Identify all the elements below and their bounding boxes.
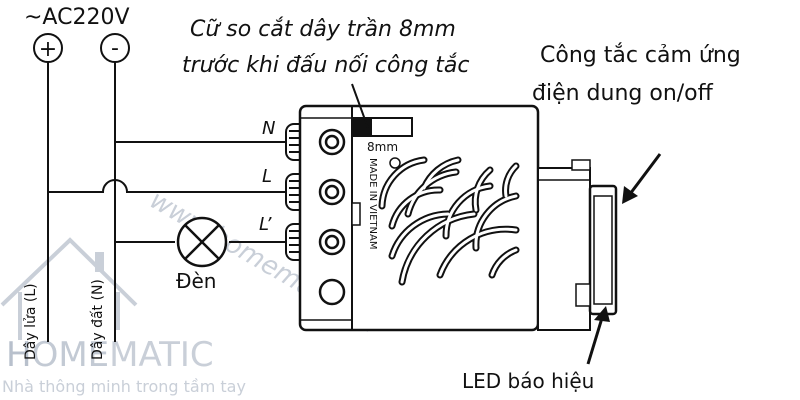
lamp-icon [176, 216, 228, 268]
watermark-tagline: Nhà thông minh trong tầm tay [2, 377, 246, 396]
note-line-2: trước khi đấu nối công tắc [182, 53, 470, 78]
gauge-label: 8mm [367, 140, 398, 154]
note-pointer [351, 83, 369, 129]
minus-terminal-icon: - [100, 33, 130, 63]
plus-terminal-icon: + [33, 33, 63, 63]
lamp-label: Đèn [176, 269, 216, 293]
terminal-lp-label: L’ [259, 214, 272, 235]
led-arrow-icon [586, 306, 610, 365]
terminal-n-label: N [262, 118, 275, 139]
made-in-label: MADE IN VIETNAM [367, 158, 378, 249]
live-wire-label: Dây lửa (L) [23, 283, 39, 360]
switch-label-line-1: Công tắc cảm ứng [540, 43, 741, 68]
note-line-1: Cữ so cắt dây trần 8mm [190, 17, 456, 42]
led-label: LED báo hiệu [462, 369, 594, 393]
neutral-wire-label: Dây đất (N) [90, 279, 106, 360]
terminal-l-label: L [262, 166, 272, 187]
svg-text:+: + [39, 37, 57, 62]
device-led-dot-icon [389, 157, 401, 169]
screw-head-icons [318, 128, 346, 306]
supply-label: ~AC220V [24, 5, 130, 30]
switch-device: 8mm MADE IN VIETNAM [298, 104, 618, 332]
switch-arrow-icon [622, 153, 662, 204]
wires [47, 62, 288, 342]
switch-label-line-2: điện dung on/off [532, 81, 714, 106]
watermark-brand: HOMEMATIC [6, 335, 214, 375]
svg-text:-: - [111, 36, 119, 61]
